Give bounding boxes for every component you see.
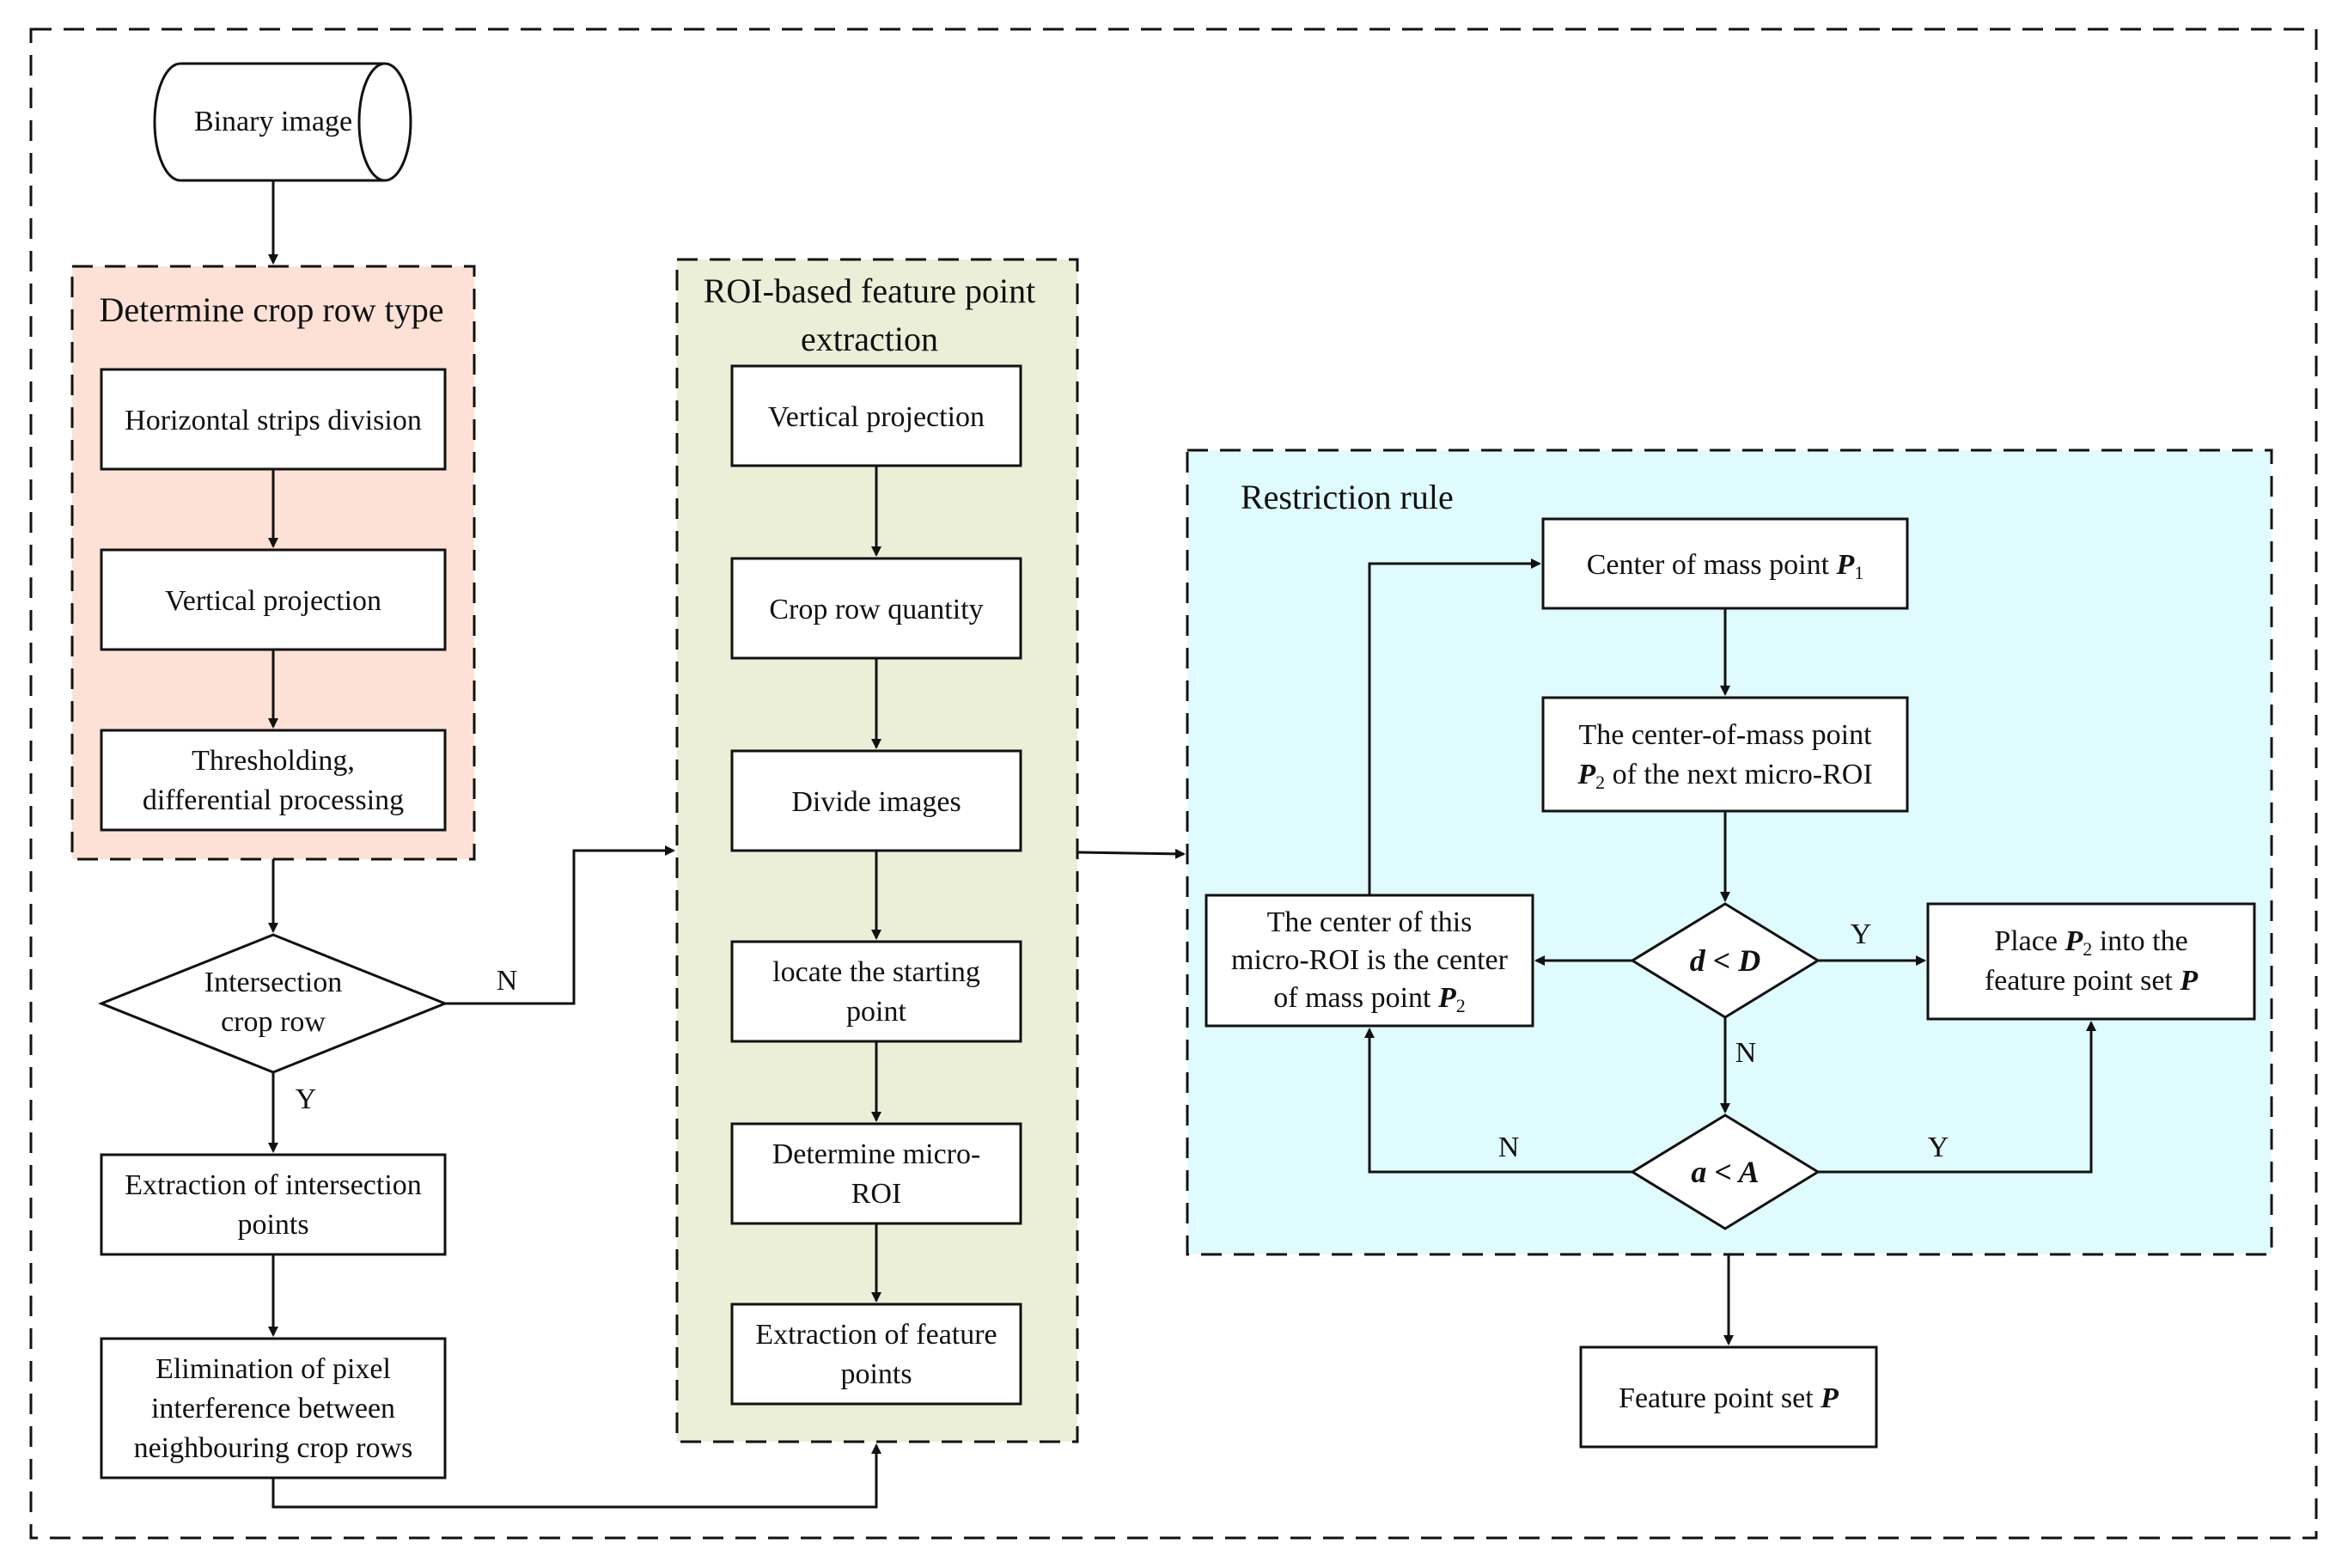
extraction-feature-points-node: Extraction of feature points	[730, 1303, 1022, 1406]
crop-row-quantity-node: Crop row quantity	[730, 557, 1022, 660]
decision-d-less-than-D: d < D	[1630, 902, 1821, 1019]
next-roi-sub: 2	[1595, 772, 1605, 793]
divide-images-label: Divide images	[791, 786, 961, 818]
thresholding-label-2: differential processing	[143, 784, 404, 816]
vertical-projection-left-label: Vertical projection	[165, 585, 381, 617]
place-sub: 2	[2083, 938, 2092, 960]
determine-roi-label-2: ROI	[851, 1178, 902, 1210]
center-of-mass-var: P	[1836, 549, 1855, 581]
binary-image-label: Binary image	[194, 106, 352, 137]
edge-loop-back	[1368, 558, 1541, 895]
cond-d-var2: D	[1737, 943, 1760, 978]
place-set-var: P	[2179, 965, 2198, 997]
center-of-mass-text: Center of mass point	[1587, 549, 1837, 581]
edge-a-no	[1364, 1028, 1632, 1174]
intersection-crop-row-decision: Intersection crop row	[97, 933, 449, 1074]
next-roi-label-2: P2 of the next micro-ROI	[1577, 759, 1872, 793]
cond-d-var1: d	[1690, 943, 1706, 978]
next-roi-rest: of the next micro-ROI	[1605, 759, 1873, 790]
locate-label-1: locate the starting	[772, 956, 980, 988]
edge-intersection-no	[445, 845, 675, 1005]
place-var: P	[2064, 925, 2083, 957]
extraction-intersection-node: Extraction of intersection points	[100, 1153, 447, 1256]
elimination-label-2: interference between	[151, 1393, 395, 1425]
next-roi-label-1: The center-of-mass point	[1578, 719, 1872, 751]
center-of-this-micro-roi-node: The center of this micro-ROI is the cent…	[1205, 894, 1534, 1028]
place-post: into the	[2092, 925, 2187, 957]
extraction-feature-label-2: points	[840, 1358, 912, 1390]
determine-roi-label-1: Determine micro-	[772, 1138, 981, 1170]
place-pre: Place	[1994, 925, 2065, 957]
cond-a-var2: A	[1737, 1155, 1760, 1189]
next-micro-roi-node: The center-of-mass point P2 of the next …	[1541, 696, 1909, 813]
connectors	[268, 180, 2096, 1509]
edge-label-a-yes: Y	[1928, 1132, 1949, 1163]
edge-label-intersection-no: N	[497, 965, 518, 997]
outer-frame	[29, 27, 2318, 1540]
cond-d-op: <	[1705, 943, 1739, 978]
center-of-mass-label: Center of mass point P1	[1587, 549, 1864, 583]
center-this-text: of mass point	[1273, 982, 1438, 1014]
elimination-node: Elimination of pixel interference betwee…	[100, 1337, 447, 1480]
place-set-text: feature point set	[1985, 965, 2180, 997]
center-this-sub: 2	[1456, 995, 1466, 1016]
decision-a-less-than-A: a < A	[1630, 1113, 1821, 1230]
extraction-intersection-label-2: points	[237, 1209, 308, 1241]
center-of-mass-sub: 1	[1854, 562, 1863, 583]
center-this-label-3: of mass point P2	[1273, 982, 1466, 1016]
edge-label-d-yes: Y	[1851, 918, 1872, 950]
center-this-label-2: micro-ROI is the center	[1231, 944, 1509, 976]
group-title-crop-row-type: Determine crop row type	[100, 290, 444, 329]
intersection-label-1: Intersection	[204, 967, 343, 998]
edge-label-intersection-yes: Y	[296, 1083, 317, 1115]
vertical-projection-left-node: Vertical projection	[100, 548, 447, 651]
cond-a-var1: a	[1691, 1155, 1706, 1189]
vertical-projection-mid-node: Vertical projection	[730, 364, 1022, 467]
feature-set-var: P	[1820, 1382, 1839, 1414]
place-label-1: Place P2 into the	[1994, 925, 2187, 960]
edge-label-d-no: N	[1735, 1037, 1757, 1069]
determine-micro-roi-node: Determine micro- ROI	[730, 1122, 1022, 1225]
elimination-label-3: neighbouring crop rows	[134, 1432, 413, 1464]
feature-set-text: Feature point set	[1619, 1382, 1821, 1414]
edge-label-a-no: N	[1498, 1132, 1520, 1163]
locate-label-2: point	[846, 996, 906, 1028]
place-label-2: feature point set P	[1985, 965, 2199, 997]
extraction-intersection-label-1: Extraction of intersection	[125, 1169, 422, 1201]
elimination-label-1: Elimination of pixel	[156, 1353, 391, 1385]
cond-d-label: d < D	[1690, 943, 1761, 978]
center-of-mass-p1-node: Center of mass point P1	[1541, 517, 1909, 610]
center-this-label-1: The center of this	[1267, 906, 1473, 938]
crop-row-quantity-label: Crop row quantity	[769, 594, 983, 625]
edge-roi-to-restriction	[1077, 848, 1186, 859]
cond-a-op: <	[1706, 1155, 1738, 1189]
group-title-roi-line2: extraction	[801, 320, 938, 358]
vertical-projection-mid-label: Vertical projection	[768, 401, 985, 433]
feature-point-set-node: Feature point set P	[1579, 1345, 1878, 1449]
next-roi-var: P	[1577, 759, 1595, 790]
thresholding-label-1: Thresholding,	[192, 745, 355, 777]
binary-image-node: Binary image	[153, 62, 412, 182]
horizontal-strips-label: Horizontal strips division	[125, 405, 422, 436]
edge-a-yes	[1818, 1021, 2096, 1174]
edge-elim-to-roi-group	[271, 1443, 881, 1509]
group-title-restriction: Restriction rule	[1241, 478, 1454, 516]
place-into-feature-set-node: Place P2 into the feature point set P	[1926, 902, 2256, 1021]
horizontal-strips-node: Horizontal strips division	[100, 368, 447, 471]
locate-starting-point-node: locate the starting point	[730, 940, 1022, 1043]
extraction-feature-label-1: Extraction of feature	[755, 1319, 997, 1351]
group-title-roi-line1: ROI-based feature point	[704, 272, 1036, 310]
divide-images-node: Divide images	[730, 749, 1022, 852]
center-this-var: P	[1437, 982, 1456, 1014]
cond-a-label: a < A	[1691, 1155, 1759, 1189]
feature-set-label: Feature point set P	[1619, 1382, 1839, 1414]
intersection-label-2: crop row	[221, 1006, 326, 1038]
thresholding-node: Thresholding, differential processing	[100, 729, 447, 832]
